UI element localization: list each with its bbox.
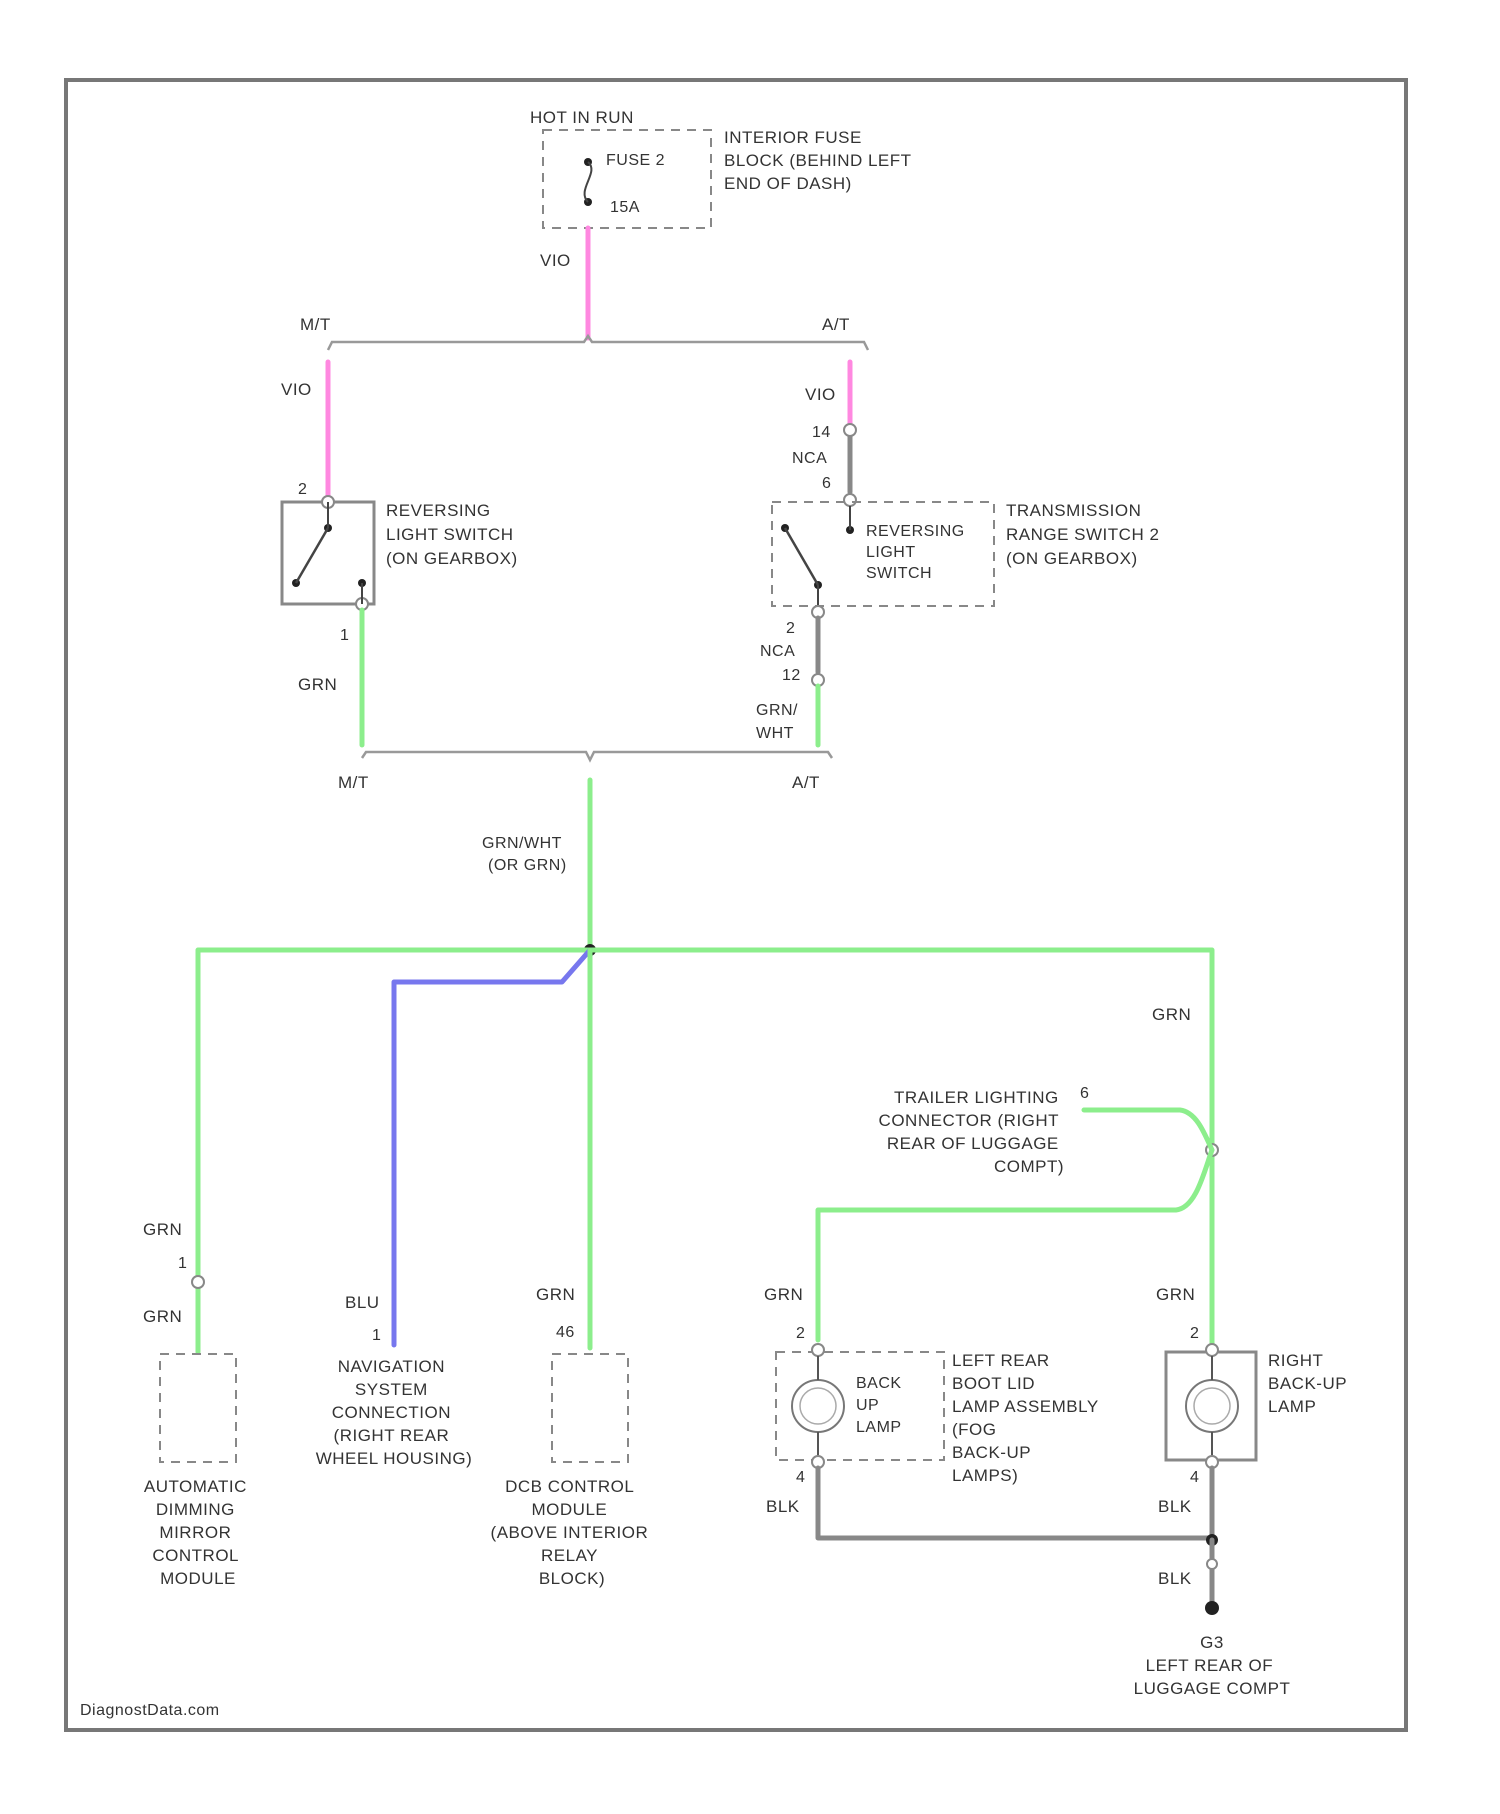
right-backup-lamp: RIGHT BACK-UP LAMP <box>1166 1344 1352 1468</box>
branch-label-mt: M/T <box>338 773 369 792</box>
fuse-element <box>585 162 592 202</box>
mt-switch-blade <box>296 528 328 583</box>
fuse-name: FUSE 2 <box>606 152 665 169</box>
wire-label-blk: BLK <box>766 1497 800 1516</box>
wire-label-grn: GRN <box>1156 1285 1195 1304</box>
at-reversing-switch: REVERSING LIGHT SWITCH TRANSMISSION RANG… <box>772 501 1165 618</box>
dcb-control-module: DCB CONTROL MODULE (ABOVE INTERIOR RELAY… <box>491 1354 654 1588</box>
dcb-module-label: DCB CONTROL MODULE (ABOVE INTERIOR RELAY… <box>491 1477 654 1588</box>
wire-label-vio: VIO <box>540 251 571 270</box>
wire-label-blu: BLU <box>345 1293 380 1312</box>
wire-label-main-return: GRN/WHT (OR GRN) <box>482 835 567 874</box>
wire-label-vio: VIO <box>281 380 312 399</box>
diagram-frame <box>66 80 1406 1730</box>
trailer-connector-label: TRAILER LIGHTING CONNECTOR (RIGHT REAR O… <box>879 1088 1064 1176</box>
wire-label-vio: VIO <box>805 385 836 404</box>
watermark: DiagnostData.com <box>80 1702 220 1719</box>
ground-location: LEFT REAR OF LUGGAGE COMPT <box>1134 1656 1291 1698</box>
at-pin-14: 14 <box>812 424 831 441</box>
fuse-block: HOT IN RUN FUSE 2 15A INTERIOR FUSE BLOC… <box>530 108 916 228</box>
branch-label-at: A/T <box>822 315 850 334</box>
nav-connector-label: NAVIGATION SYSTEM CONNECTION (RIGHT REAR… <box>316 1357 473 1468</box>
wire-label-grn-wht: GRN/ WHT <box>756 702 803 742</box>
at-pin-6: 6 <box>822 475 831 492</box>
wire-label-blk: BLK <box>1158 1569 1192 1588</box>
wire-label-grn: GRN <box>536 1285 575 1304</box>
at-pin-12: 12 <box>782 667 801 684</box>
at-switch-outer-label: TRANSMISSION RANGE SWITCH 2 (ON GEARBOX) <box>1006 501 1165 568</box>
mt-reversing-switch: 2 1 REVERSING LIGHT SWITCH (ON GEARBOX) <box>282 481 519 644</box>
branch-label-mt: M/T <box>300 315 331 334</box>
wire-label-grn: GRN <box>298 675 337 694</box>
trailer-pin-number: 6 <box>1080 1085 1089 1102</box>
wire-label-grn: GRN <box>143 1220 182 1239</box>
left-lamp-pin-top: 2 <box>796 1325 805 1342</box>
branch-label-at: A/T <box>792 773 820 792</box>
at-nca-top: NCA <box>792 450 827 467</box>
right-lamp-pin-bottom: 4 <box>1190 1469 1199 1486</box>
right-lamp-label: RIGHT BACK-UP LAMP <box>1268 1351 1352 1416</box>
wire-label-blk: BLK <box>1158 1497 1192 1516</box>
left-lamp-pin-bottom: 4 <box>796 1469 805 1486</box>
fuse-header: HOT IN RUN <box>530 108 634 127</box>
mirror-control-module: AUTOMATIC DIMMING MIRROR CONTROL MODULE <box>144 1354 252 1588</box>
mirror-module-label: AUTOMATIC DIMMING MIRROR CONTROL MODULE <box>144 1477 252 1588</box>
wire-grn-trailer <box>1084 1110 1212 1150</box>
at-pin-2: 2 <box>786 620 795 637</box>
fuse-location: INTERIOR FUSE BLOCK (BEHIND LEFT END OF … <box>724 128 916 193</box>
wire-label-grn: GRN <box>764 1285 803 1304</box>
at-nca-bottom: NCA <box>760 643 795 660</box>
branch-brace-bottom <box>362 752 832 760</box>
left-backup-lamp: BACK UP LAMP LEFT REAR BOOT LID LAMP ASS… <box>776 1344 1104 1485</box>
at-switch-inner-label: REVERSING LIGHT SWITCH <box>866 523 970 582</box>
left-lamp-outer-label: LEFT REAR BOOT LID LAMP ASSEMBLY (FOG BA… <box>952 1351 1104 1485</box>
mirror-pin-number: 1 <box>178 1255 187 1272</box>
mt-switch-pin-top-number: 2 <box>298 481 307 498</box>
fuse-rating: 15A <box>610 199 640 216</box>
at-switch-blade <box>785 528 818 585</box>
right-lamp-pin-top: 2 <box>1190 1325 1199 1342</box>
ground-point <box>1205 1601 1219 1615</box>
mt-switch-pin-bottom-number: 1 <box>340 627 349 644</box>
mt-switch-label: REVERSING LIGHT SWITCH (ON GEARBOX) <box>386 501 519 568</box>
left-lamp-inner-label: BACK UP LAMP <box>856 1375 907 1436</box>
wire-label-grn: GRN <box>1152 1005 1191 1024</box>
wire-label-grn: GRN <box>143 1307 182 1326</box>
dcb-pin-number: 46 <box>556 1324 575 1341</box>
wire-grn-left-lamp <box>818 1150 1212 1340</box>
nav-pin-number: 1 <box>372 1327 381 1344</box>
ground-name: G3 <box>1200 1633 1224 1652</box>
branch-brace-top <box>328 336 868 350</box>
